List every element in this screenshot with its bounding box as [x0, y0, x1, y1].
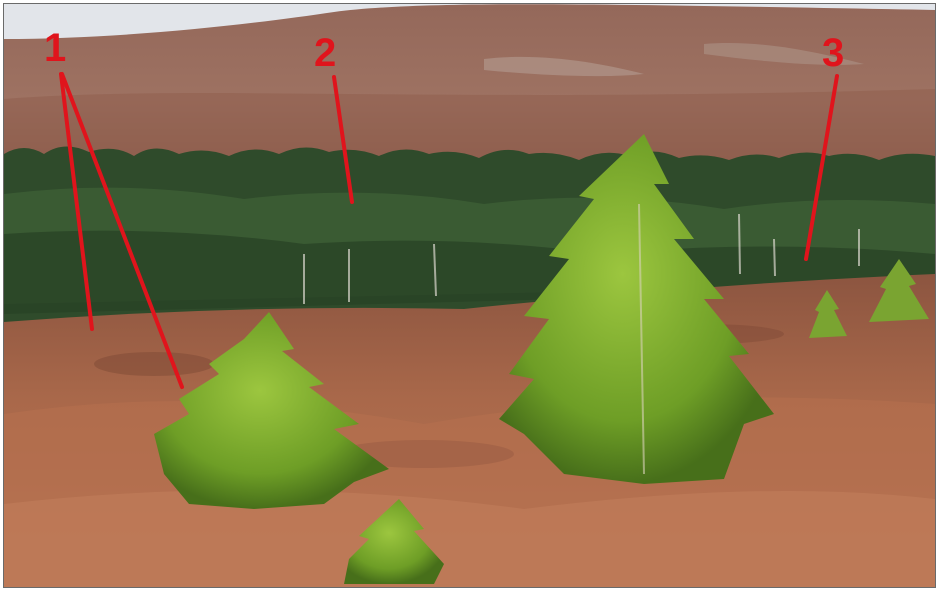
young-pine-foreground — [344, 499, 444, 584]
landscape-photo: 1 2 3 — [3, 3, 936, 588]
young-pine-left — [154, 312, 389, 509]
distant-pines — [809, 259, 929, 338]
annotation-label-3: 3 — [822, 31, 844, 75]
annotation-3-line — [804, 74, 839, 261]
young-pine-large — [499, 134, 774, 484]
annotation-2-line — [332, 75, 354, 204]
annotation-label-2: 2 — [314, 31, 336, 75]
annotation-lines — [59, 72, 839, 389]
annotation-label-1: 1 — [44, 26, 66, 70]
annotation-1-line-a — [59, 72, 94, 331]
annotation-1-line-b — [60, 72, 184, 389]
